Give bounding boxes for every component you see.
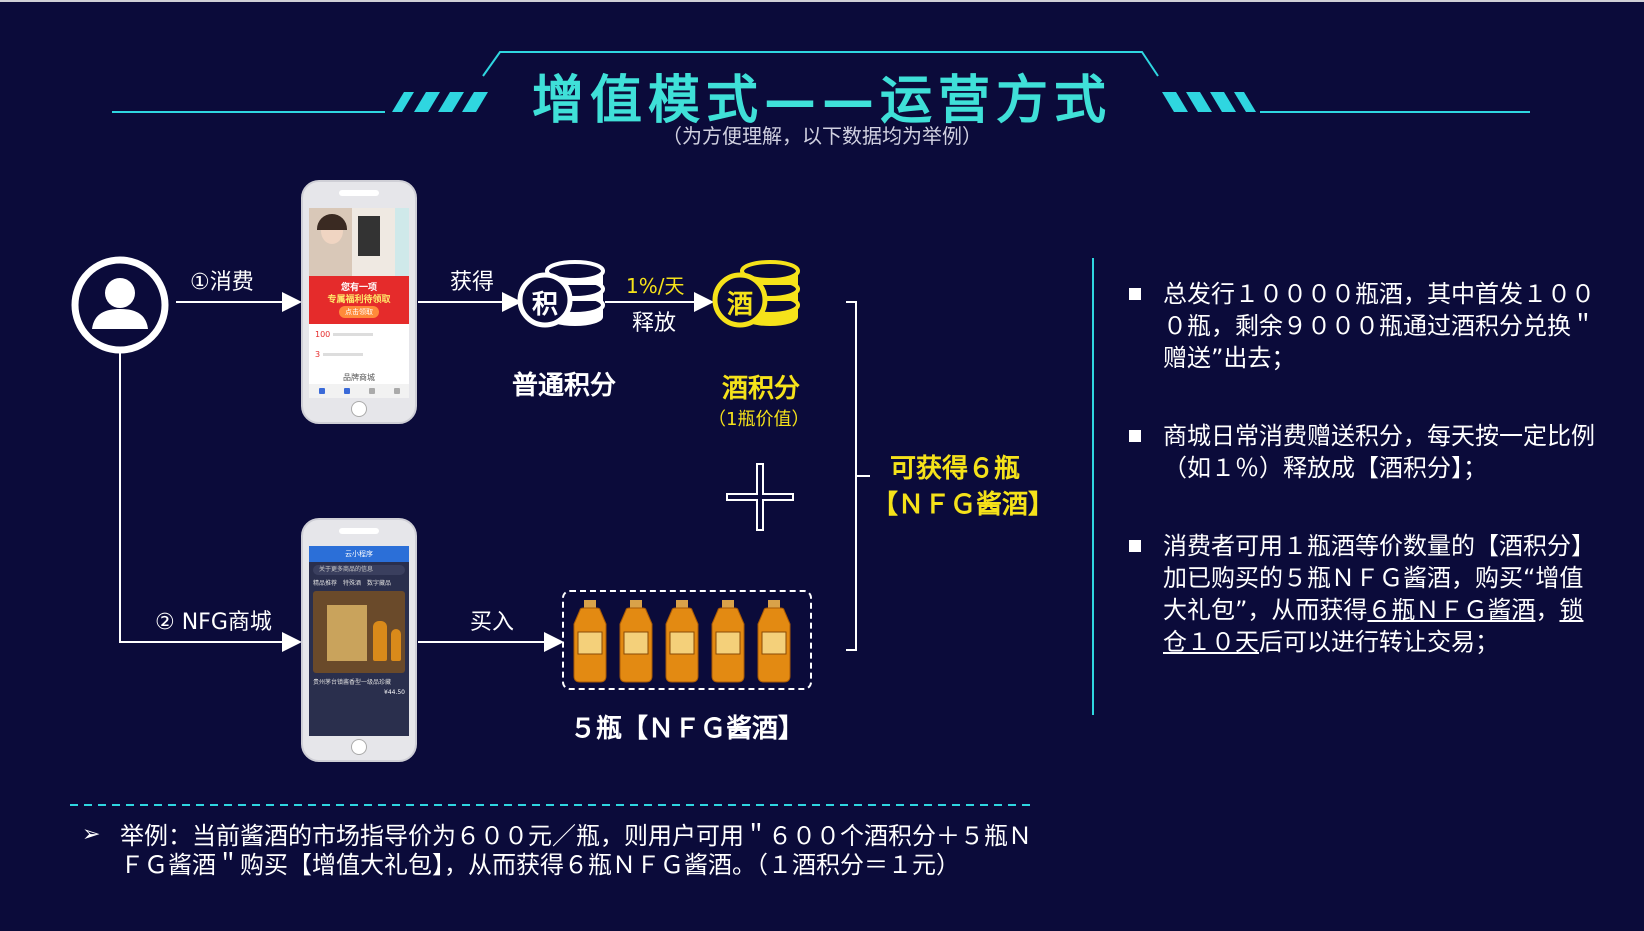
- coupon-item-2: 3: [315, 348, 403, 362]
- points-icon-char: 积: [531, 290, 558, 320]
- phone-home-button: [351, 401, 367, 417]
- page-subtitle: （为方便理解，以下数据均为举例）: [662, 124, 982, 148]
- liquor-coins-icon: [712, 260, 800, 328]
- bullet-list: 总发行１００００瓶酒，其中首发１０００瓶，剩余９０００瓶通过酒积分兑换＂赠送”出…: [1125, 278, 1605, 704]
- result-line2: 【ＮＦＧ酱酒】: [872, 490, 1055, 520]
- welfare-banner: 您有一项 专属福利待领取 点击领取: [309, 276, 409, 324]
- model-image: [309, 208, 352, 276]
- phone-home-button: [351, 739, 367, 755]
- rate-label: 1%/天: [626, 274, 685, 298]
- product-price: ¥44.50: [384, 689, 405, 696]
- normal-points-label: 普通积分: [512, 371, 617, 401]
- bullet-3: 消费者可用１瓶酒等价数量的【酒积分】加已购买的５瓶ＮＦＧ酱酒，购买“增值大礼包”…: [1125, 530, 1605, 658]
- liquor-points-note: （1瓶价值）: [708, 409, 810, 430]
- bullet-1: 总发行１００００瓶酒，其中首发１０００瓶，剩余９０００瓶通过酒积分兑换＂赠送”出…: [1125, 278, 1605, 374]
- liquor-icon-char: 酒: [726, 290, 753, 320]
- product-title: 贵州茅台镇酱香型一级品珍藏: [313, 679, 392, 686]
- example-note: 举例：当前酱酒的市场指导价为６００元／瓶，则用户可用＂６００个酒积分＋５瓶ＮＦＧ…: [120, 822, 1032, 879]
- result-line1: 可获得６瓶: [890, 454, 1021, 484]
- product-images: [309, 208, 409, 276]
- bottles-group: [573, 599, 791, 683]
- banner-button: 点击领取: [339, 306, 379, 318]
- tab-featured: 精品推荐: [313, 580, 338, 587]
- bottles-label: ５瓶【ＮＦＧ酱酒】: [570, 714, 805, 744]
- cosmetic-image: [352, 208, 395, 276]
- bottles-box: [562, 590, 812, 690]
- tab-digital: 数字藏品: [367, 580, 392, 587]
- release-label: 释放: [632, 311, 677, 336]
- note-arrow-icon: ➢: [82, 822, 101, 847]
- phone-speaker: [339, 190, 379, 196]
- title-frame: [0, 0, 1644, 113]
- banner-line1: 您有一项: [340, 283, 377, 293]
- user-icon: [71, 256, 169, 354]
- banner-line2: 专属福利待领取: [327, 295, 391, 305]
- side-banner: [395, 208, 409, 276]
- tab-bar: 精品推荐 特殊酒 数字藏品: [309, 578, 409, 587]
- bottom-nav: [309, 384, 409, 398]
- product-image: [313, 591, 405, 673]
- search-bar: 关于更多商品的信息: [313, 565, 405, 575]
- mall-phone-mockup: 您有一项 专属福利待领取 点击领取 100 3 品牌商城: [301, 180, 417, 424]
- phone-screen: 云小程序 关于更多商品的信息 精品推荐 特殊酒 数字藏品 贵州茅台镇酱香型一级品…: [309, 546, 409, 736]
- phone-screen: 您有一项 专属福利待领取 点击领取 100 3 品牌商城: [309, 208, 409, 398]
- app-header: 云小程序: [309, 546, 409, 562]
- step2-label: ② NFG商城: [155, 610, 272, 635]
- underlined-6-bottles: ６瓶ＮＦＧ酱酒: [1367, 596, 1536, 624]
- bullet-2: 商城日常消费赠送积分，每天按一定比例（如１％）释放成【酒积分】；: [1125, 420, 1605, 484]
- get-label: 获得: [450, 270, 495, 295]
- coins-icon: [517, 260, 605, 328]
- tab-special: 特殊酒: [343, 580, 362, 587]
- step1-label: ①消费: [190, 270, 254, 295]
- buy-label: 买入: [470, 610, 515, 635]
- nfg-mall-phone-mockup: 云小程序 关于更多商品的信息 精品推荐 特殊酒 数字藏品 贵州茅台镇酱香型一级品…: [301, 518, 417, 762]
- page-title: 增值模式——运营方式: [531, 71, 1112, 131]
- underlined-lock-10-days: 锁仓１０天: [1163, 596, 1584, 656]
- brand-text: 品牌商城: [343, 373, 375, 382]
- phone-speaker: [339, 528, 379, 534]
- coupon-item-1: 100: [315, 328, 403, 342]
- coupon-list: 100 3: [309, 324, 409, 366]
- plus-icon: [726, 463, 794, 531]
- liquor-points-label: 酒积分: [722, 374, 801, 404]
